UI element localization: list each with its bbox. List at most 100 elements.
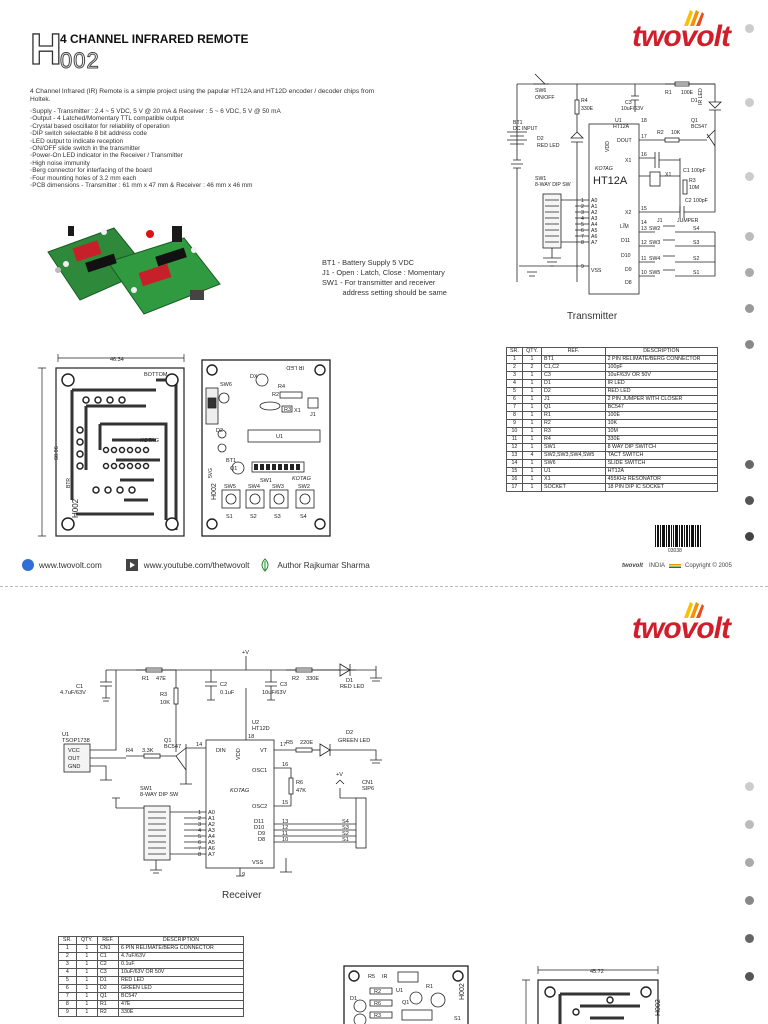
- row-sr: 9: [58, 1008, 77, 1017]
- column-header: REF.: [541, 347, 606, 356]
- rx-label: A3: [208, 828, 215, 834]
- row-sr: 5: [506, 387, 523, 396]
- tx-label: 10M: [689, 185, 699, 191]
- tx-label: A4: [591, 222, 597, 228]
- rx-pin-number: 16: [282, 762, 288, 768]
- tx-pin-number: 18: [641, 118, 647, 124]
- rx-label: TSOP1738: [62, 738, 90, 744]
- row-ref: R2: [541, 419, 606, 428]
- tx-label: X1: [665, 172, 671, 178]
- tx-pin-number: 15: [641, 206, 647, 212]
- logo-swoosh-icon: [684, 602, 704, 618]
- rx-pcb-label: Q1: [402, 1000, 409, 1006]
- row-sr: 2: [58, 952, 77, 961]
- rx-label: GREEN LED: [338, 738, 370, 744]
- row-qty: 1: [521, 459, 543, 468]
- row-ref: X1: [541, 475, 606, 484]
- tx-pcb-label: SW2: [298, 484, 310, 490]
- side-dot: [745, 858, 754, 867]
- logo-swoosh-icon: [684, 10, 704, 26]
- pcb-dimension-width: 46.34: [110, 357, 124, 363]
- tx-label: 330E: [581, 106, 594, 112]
- tx-pcb-label: BT1: [226, 458, 236, 464]
- row-qty: 1: [521, 435, 543, 444]
- row-ref: CN1: [96, 944, 120, 953]
- side-dot: [745, 532, 754, 541]
- tx-label: D11: [621, 238, 630, 244]
- row-qty: 1: [75, 944, 98, 953]
- barcode: [655, 525, 701, 547]
- youtube-icon: [125, 559, 138, 571]
- row-sr: 4: [58, 968, 77, 977]
- rx-label: A1: [208, 816, 215, 822]
- row-qty: 1: [521, 371, 543, 380]
- rx-label: D8: [258, 837, 265, 843]
- tx-pcb-label: U1: [276, 434, 283, 440]
- feature-item: Supply - Transmitter : 2.4 ~ 5 VDC, 5 V …: [30, 108, 280, 115]
- project-code-number: 002: [60, 48, 100, 74]
- rx-label: C2: [220, 682, 227, 688]
- tx-label: BC547: [691, 124, 707, 130]
- tx-label: L/̅M: [620, 223, 629, 230]
- tx-label: BT1: [513, 120, 523, 126]
- row-ref: R2: [96, 1008, 120, 1017]
- tx-label: S1: [693, 270, 699, 276]
- tx-pin-number: 14: [641, 220, 647, 226]
- side-dot: [745, 820, 754, 829]
- tx-label: JUMPER: [677, 218, 699, 224]
- row-qty: 1: [521, 395, 543, 404]
- rx-label: VT: [260, 748, 268, 754]
- tx-label: S2: [693, 256, 699, 262]
- rx-label: Q1: [164, 738, 171, 744]
- row-ref: Q1: [96, 992, 120, 1001]
- tx-pcb-label: SW1: [260, 478, 272, 484]
- tx-label: VDD: [605, 141, 611, 152]
- side-dot: [745, 232, 754, 241]
- rx-pin-number: 10: [282, 837, 288, 843]
- tx-label: D1: [691, 98, 698, 104]
- tx-label: S4: [693, 226, 699, 232]
- row-description: 455KHz RESONATOR: [604, 475, 719, 484]
- tx-pcb-label: D2: [216, 428, 223, 434]
- side-dot: [745, 268, 754, 277]
- column-header: QTY.: [75, 936, 98, 945]
- row-description: IR LED: [604, 379, 719, 388]
- tx-pcb-label: R2: [272, 392, 279, 398]
- tx-pcb-label: SW4: [248, 484, 260, 490]
- barcode-number: 03038: [668, 548, 682, 554]
- receiver-schematic: +V C1 4.7uF/63V R1 47E C2 0.1uF C3 10uF/…: [60, 650, 382, 878]
- product-photo: [47, 226, 221, 315]
- transmitter-schematic: SW6 ON/OFF BT1 DC INPUT R4 330E D2 RED L…: [507, 73, 722, 295]
- rx-label: C3: [280, 682, 287, 688]
- side-dot: [745, 460, 754, 469]
- tx-pcb-label: X1: [294, 408, 301, 414]
- side-dot: [745, 304, 754, 313]
- tx-label: SW5: [649, 270, 660, 276]
- row-description: 330E: [604, 435, 719, 444]
- tx-ic-label: HT12A: [593, 175, 628, 187]
- row-ref: C1,C2: [541, 363, 606, 372]
- row-qty: 1: [521, 443, 543, 452]
- copyright: twovolt INDIA Copyright © 2005: [622, 563, 732, 569]
- youtube-link[interactable]: www.youtube.com/thetwovolt: [143, 560, 250, 570]
- tx-label: J1: [657, 218, 663, 224]
- feature-item: DIP switch selectable 8 bit address code: [30, 130, 281, 137]
- side-dot: [745, 98, 754, 107]
- tx-pin-number: 6: [581, 228, 584, 234]
- rx-pcb-code: H002: [459, 983, 466, 1000]
- twovolt-logo: twovolt: [632, 602, 731, 646]
- row-description: TACT SWITCH: [604, 451, 719, 460]
- tx-pcb-label: SW3: [272, 484, 284, 490]
- website-link[interactable]: www.twovolt.com: [39, 560, 102, 570]
- receiver-pcb-top: R5 IR R2 R6 R3 U1 D1 Q1 R1 H002 S1: [343, 965, 469, 1024]
- rx-label: A5: [208, 840, 215, 846]
- rx-label: S1: [342, 837, 349, 843]
- row-ref: D1: [96, 976, 120, 985]
- row-ref: U1: [541, 467, 606, 476]
